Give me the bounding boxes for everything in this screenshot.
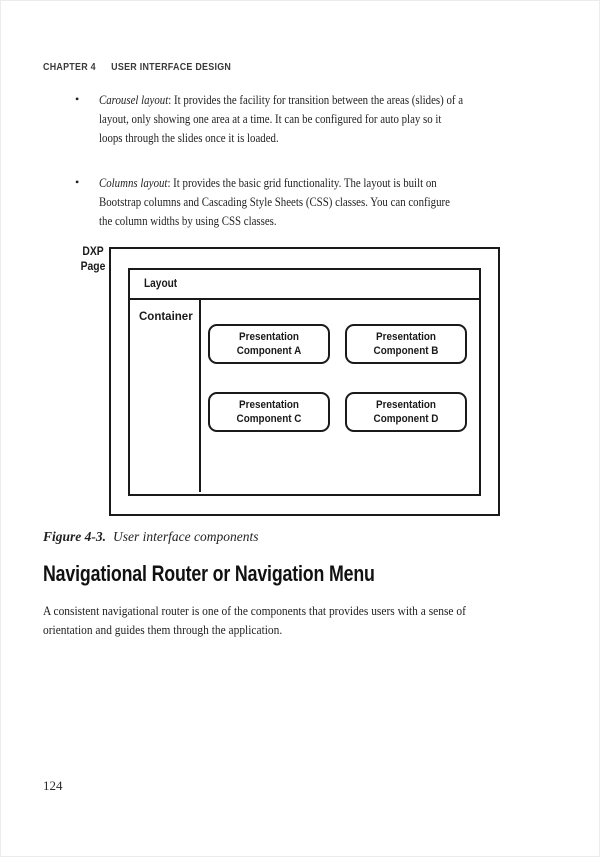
list-item-carousel-layout: • Carousel layout: It provides the facil…: [75, 90, 537, 147]
list-item-text: Carousel layout: It provides the facilit…: [99, 90, 465, 147]
component-box-a: Presentation Component A: [208, 324, 330, 364]
layout-header-row: Layout: [130, 270, 479, 300]
running-header: CHAPTER 4 USER INTERFACE DESIGN: [43, 61, 231, 73]
figure-caption: Figure 4-3. User interface components: [43, 529, 258, 545]
section-paragraph: A consistent navigational router is one …: [43, 603, 466, 637]
bullet-icon: •: [75, 92, 80, 106]
container-label: Container: [139, 311, 193, 323]
chapter-number: CHAPTER 4: [43, 61, 96, 73]
components-area: Presentation Component A Presentation Co…: [201, 300, 479, 492]
section-heading: Navigational Router or Navigation Menu: [43, 561, 375, 586]
bullet-icon: •: [75, 175, 80, 189]
figure-caption-label: Figure 4-3.: [43, 529, 107, 544]
ui-components-diagram: DXP Page Layout Container Presentation C…: [71, 241, 511, 526]
component-label: Presentation Component B: [373, 331, 439, 357]
list-item-term: Carousel layout: [99, 92, 169, 107]
container-column: Container: [130, 300, 201, 492]
chapter-title: USER INTERFACE DESIGN: [111, 61, 232, 73]
dxp-page-label: DXP Page: [80, 246, 106, 273]
list-item-columns-layout: • Columns layout: It provides the basic …: [75, 173, 537, 230]
layout-body-row: Container Presentation Component A Prese…: [130, 300, 479, 492]
figure-caption-text: User interface components: [113, 529, 259, 544]
component-label: Presentation Component A: [236, 331, 302, 357]
page-number: 124: [43, 778, 63, 793]
list-item-term: Columns layout: [99, 175, 168, 190]
dxp-page-box: Layout Container Presentation Component …: [109, 247, 500, 516]
list-item-body: : It provides the basic grid functionali…: [99, 175, 450, 228]
component-label: Presentation Component D: [373, 399, 439, 425]
component-box-c: Presentation Component C: [208, 392, 330, 432]
component-box-d: Presentation Component D: [345, 392, 467, 432]
list-item-text: Columns layout: It provides the basic gr…: [99, 173, 465, 230]
component-label: Presentation Component C: [236, 399, 302, 425]
layout-box: Layout Container Presentation Component …: [128, 268, 481, 496]
list-item-body: : It provides the facility for transitio…: [99, 92, 464, 145]
layout-label: Layout: [144, 278, 178, 290]
component-box-b: Presentation Component B: [345, 324, 467, 364]
